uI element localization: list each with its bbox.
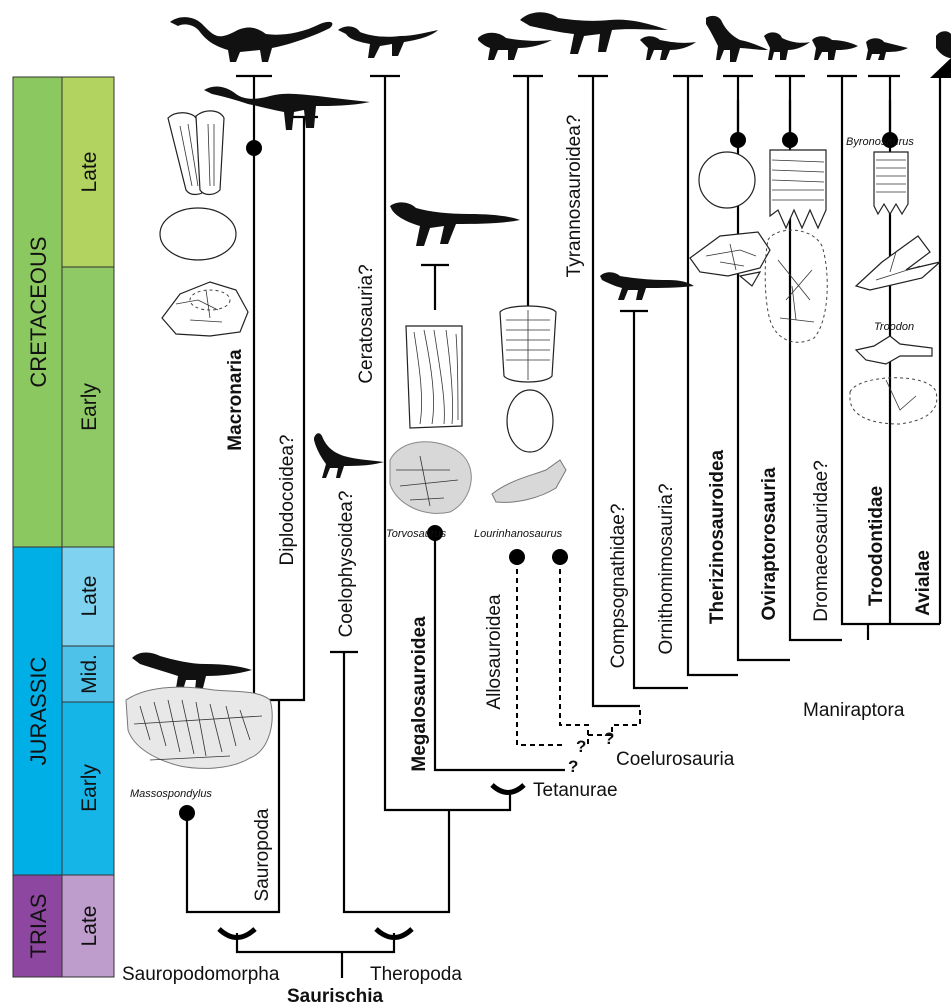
label-therizinosauroidea: Therizinosauroidea [707, 449, 728, 624]
label-maniraptora: Maniraptora [803, 700, 905, 721]
label-tyrannosauroidea: Tyrannosauroidea? [564, 115, 585, 278]
therizinosaur-silhouette [706, 16, 768, 62]
troodontid-silhouette [866, 38, 908, 60]
theropod-silhouette-1 [338, 26, 438, 58]
label-sauropoda: Sauropoda [252, 808, 273, 901]
label-avialae: Avialae [913, 550, 934, 616]
label-torvosaurus: Torvosaurus [386, 528, 447, 540]
pin-allosauroidea-2 [552, 549, 568, 565]
epoch-label-jurassic-early: Early [78, 764, 101, 812]
label-macronaria: Macronaria [225, 349, 246, 451]
megalosauroid-tooth-sketch [406, 326, 462, 428]
sauropod-silhouette-top [170, 17, 332, 62]
pin-therizinosauroidea [730, 132, 746, 148]
label-ornithomimosauria: Ornithomimosauria? [656, 483, 677, 654]
label-coelophysoidea: Coelophysoidea? [336, 491, 357, 638]
lourinhanosaurus-bone-sketch [492, 460, 566, 502]
troodontid-egg-sketch [850, 378, 937, 424]
branch-allosauroidea [517, 560, 565, 745]
theropod-silhouette-2 [478, 33, 552, 60]
branch-saurischia [237, 933, 394, 952]
geologic-time-scale: CRETACEOUS JURASSIC TRIAS Late Early Lat… [13, 77, 114, 977]
arrow-avialae [930, 58, 951, 78]
macronaria-teeth-sketch [168, 111, 224, 195]
allosauroid-section-sketch [507, 390, 553, 452]
period-label-jurassic: JURASSIC [26, 656, 51, 765]
label-tetanurae: Tetanurae [533, 780, 618, 801]
branch-theropoda [344, 652, 449, 912]
label-lourinhanosaurus: Lourinhanosaurus [474, 528, 563, 540]
troodon-bone-sketch [856, 336, 932, 364]
period-label-trias: TRIAS [26, 894, 51, 959]
label-question-3: ? [604, 729, 614, 748]
fossil-sketches: Torvosaurus Lourinhanosaurus [126, 111, 940, 800]
pin-oviraptorosauria [782, 132, 798, 148]
oviraptorosaur-tooth-sketch [770, 150, 826, 228]
branch-sauropoda [254, 117, 304, 700]
byronosaurus-tooth-sketch [874, 152, 908, 214]
ornithomimid-silhouette [600, 272, 694, 300]
bird-silhouette [936, 31, 951, 58]
ceratosaur-silhouette [390, 202, 520, 246]
label-sauropodomorpha: Sauropodomorpha [122, 964, 280, 985]
macronaria-skull-sketch [162, 282, 248, 336]
coelophysoid-silhouette [314, 433, 384, 478]
label-allosauroidea: Allosauroidea [484, 594, 505, 710]
label-question-2: ? [576, 737, 586, 756]
sauropod-silhouette-2 [204, 87, 370, 130]
dromaeosaur-silhouette [812, 36, 858, 60]
therizinosaur-section-sketch [699, 152, 755, 208]
epoch-label-cretaceous-late: Late [78, 152, 101, 193]
oviraptor-silhouette [764, 32, 810, 60]
epoch-label-cretaceous-early: Early [78, 383, 101, 431]
pin-macronaria [246, 140, 262, 156]
label-dromaeosauridae: Dromaeosauridae? [811, 460, 832, 622]
allosauroid-tooth-sketch [500, 306, 556, 382]
label-troodontidae: Troodontidae [866, 486, 887, 606]
label-oviraptorosauria: Oviraptorosauria [759, 467, 780, 621]
epoch-label-jurassic-late: Late [78, 576, 101, 617]
label-ceratosauria: Ceratosauria? [356, 264, 377, 383]
label-compsognathidae: Compsognathidae? [608, 504, 629, 669]
epoch-label-trias-late: Late [78, 906, 101, 947]
label-byronosaurus: Byronosaurus [846, 136, 914, 148]
macronaria-section-sketch [160, 208, 236, 260]
branch-allosauroidea-2 [560, 560, 588, 745]
massospondylus-skeleton-sketch [126, 687, 272, 768]
label-question-1: ? [568, 757, 578, 776]
label-megalosauroidea: Megalosauroidea [409, 616, 430, 772]
pin-massospondylus [179, 805, 195, 821]
tyrannosaur-silhouette [520, 12, 668, 54]
label-diplodocoidea: Diplodocoidea? [277, 435, 298, 566]
label-theropoda: Theropoda [370, 964, 462, 985]
theropod-silhouette-3 [640, 36, 696, 60]
label-saurischia: Saurischia [287, 986, 384, 1007]
therizinosaur-skull-sketch [690, 232, 770, 286]
torvosaurus-bones-sketch [390, 442, 471, 514]
label-coelurosauria: Coelurosauria [616, 749, 735, 770]
oviraptorosaur-egg-sketch [765, 230, 827, 342]
label-massospondylus: Massospondylus [130, 788, 212, 800]
arc-tetanurae [492, 785, 524, 793]
label-troodon: Troodon [874, 321, 914, 333]
pin-allosauroidea-1 [509, 549, 525, 565]
epoch-label-jurassic-mid: Mid. [78, 654, 101, 694]
period-label-cretaceous: CRETACEOUS [26, 236, 51, 387]
troodontid-skull-sketch [856, 236, 940, 290]
